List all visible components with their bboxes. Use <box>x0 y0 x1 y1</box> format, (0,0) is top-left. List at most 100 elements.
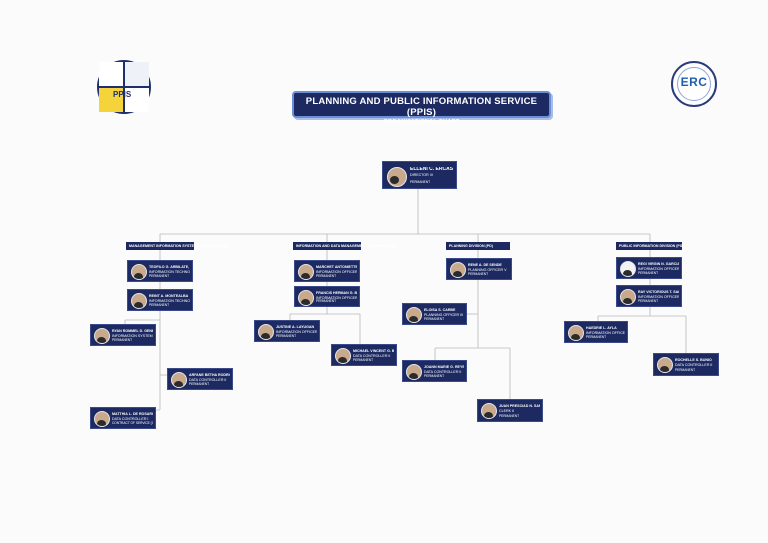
card-position: INFORMATION OFFICER V <box>638 266 679 271</box>
card-name: HAEDRIE L. AYLA <box>586 326 617 330</box>
card-position: DATA CONTROLLER II <box>675 362 713 367</box>
card-position: PLANNING OFFICER III <box>424 312 464 317</box>
avatar <box>94 411 110 427</box>
staff-card: ARFANE BETHA RODRIGUEZ DATA CONTROLLER I… <box>167 368 233 390</box>
avatar <box>335 348 351 364</box>
staff-card: JUSTINE A. LAYUGAN INFORMATION OFFICER I… <box>254 320 320 342</box>
card-status: PERMANENT <box>316 298 337 303</box>
avatar <box>131 264 147 280</box>
card-status: PERMANENT <box>675 367 696 372</box>
staff-card: REINT A. MONTEALBA INFORMATION TECHNOLOG… <box>127 289 193 311</box>
card-status: PERMANENT <box>276 333 297 338</box>
card-name: JOANN MARIE G. REYES <box>424 365 464 369</box>
card-name: REGI VIRGIN N. GARCIA <box>638 262 679 266</box>
card-name: ROCHELLE S. BUNIO <box>675 358 712 362</box>
staff-card: RAY VICTORIOUS T. SALVA INFORMATION OFFI… <box>616 285 682 307</box>
card-status: PERMANENT <box>149 302 170 307</box>
erc-logo-text: ERC <box>680 75 708 89</box>
card-position: INFORMATION OFFICER II <box>586 330 625 335</box>
card-status: PERMANENT <box>353 357 374 362</box>
staff-card: TEOFILO G. ARBILATE, JR. INFORMATION TEC… <box>127 260 193 282</box>
card-status: CONTRACT OF SERVICE (COS) <box>112 420 153 425</box>
card-name: REINT A. MONTEALBA <box>149 294 189 298</box>
avatar <box>568 325 584 341</box>
staff-card: ELOISA S. CARBE PLANNING OFFICER III PER… <box>402 303 467 325</box>
card-name: ARFANE BETHA RODRIGUEZ <box>189 373 230 377</box>
division-label-idmd: INFORMATION AND DATA MANAGEMENT DIVISION… <box>293 242 397 250</box>
avatar <box>406 307 422 323</box>
staff-card: MARCHET ANTONIETTE BALATE INFORMATION OF… <box>294 260 360 282</box>
avatar <box>620 289 636 305</box>
director-card: ELLENI C. ERCAS DIRECTOR III PERMANENT <box>382 161 457 189</box>
card-status: PERMANENT <box>638 298 659 303</box>
staff-card: FRANCIS HERMAN G. BALA INFORMATION OFFIC… <box>294 286 360 307</box>
avatar <box>620 261 636 277</box>
card-status: PERMANENT <box>189 381 210 386</box>
card-status: PERMANENT <box>424 316 445 321</box>
card-position: CLERK II <box>499 408 514 413</box>
card-position: INFORMATION OFFICER I <box>276 329 317 334</box>
card-name: MARCHET ANTONIETTE BALATE <box>316 265 357 269</box>
avatar <box>94 328 110 344</box>
card-name: RAY VICTORIOUS T. SALVA <box>638 290 679 294</box>
chart-title: PLANNING AND PUBLIC INFORMATION SERVICE … <box>305 96 538 118</box>
avatar <box>298 264 314 280</box>
staff-card: MICHAEL VINCENT G. BRIGA DATA CONTROLLER… <box>331 344 397 366</box>
card-name: MICHAEL VINCENT G. BRIGA <box>353 349 394 353</box>
card-name: RYAN ROMMEL D. GENEBLA <box>112 329 153 333</box>
card-position: DATA CONTROLLER II <box>424 369 462 374</box>
staff-card: JOANN MARIE G. REYES DATA CONTROLLER II … <box>402 360 467 382</box>
staff-card: RYAN ROMMEL D. GENEBLA INFORMATION SYSTE… <box>90 324 156 346</box>
division-label-pid: PUBLIC INFORMATION DIVISION (PID) <box>616 242 685 250</box>
avatar <box>171 372 187 388</box>
card-name: MATTHIA L. DE ROSARIO <box>112 412 153 416</box>
card-name: FRANCIS HERMAN G. BALA <box>316 291 357 295</box>
card-status: PERMANENT <box>149 273 170 278</box>
card-position: PLANNING OFFICER V <box>468 267 507 272</box>
card-status: PERMANENT <box>468 271 489 276</box>
card-position: INFORMATION OFFICER IV <box>316 269 357 274</box>
card-name: TEOFILO G. ARBILATE, JR. <box>149 265 190 269</box>
chart-subtitle: ORGANIZATIONAL CHART <box>383 119 460 125</box>
staff-card: JUAN PRESCIAD N. SANTOS CLERK II PERMANE… <box>477 399 543 422</box>
card-status: PERMANENT <box>112 337 133 342</box>
card-name: JUAN PRESCIAD N. SANTOS <box>499 404 540 408</box>
ppis-logo-text: PPIS <box>113 90 132 99</box>
card-position: INFORMATION TECHNOLOGY OFFICER III <box>149 269 190 274</box>
card-position: DATA CONTROLLER I <box>112 416 149 421</box>
division-label-pd: PLANNING DIVISION (PD) <box>446 242 510 250</box>
card-position: DIRECTOR III <box>410 173 433 177</box>
card-name: JUSTINE A. LAYUGAN <box>276 325 315 329</box>
card-position: DATA CONTROLLER II <box>353 353 391 358</box>
staff-card: HAEDRIE L. AYLA INFORMATION OFFICER II P… <box>564 321 628 343</box>
avatar <box>450 262 466 278</box>
card-status: PERMANENT <box>316 273 337 278</box>
staff-card: ROCHELLE S. BUNIO DATA CONTROLLER II PER… <box>653 353 719 376</box>
division-label-misd: MANAGEMENT INFORMATION SYSTEMS DIVISION … <box>126 242 229 250</box>
card-status: PERMANENT <box>638 270 659 275</box>
card-name: ELOISA S. CARBE <box>424 308 456 312</box>
card-status: PERMANENT <box>499 413 520 418</box>
erc-logo: ERC <box>671 61 717 107</box>
card-position: INFORMATION TECHNOLOGY OFFICER II <box>149 298 190 303</box>
avatar <box>258 324 274 340</box>
card-status: PERMANENT <box>424 373 445 378</box>
ppis-logo: PPIS <box>97 60 151 114</box>
card-name: RENE A. DE SENDE <box>468 263 502 267</box>
card-position: INFORMATION SYSTEM ANALYST III <box>112 333 153 338</box>
avatar <box>481 403 497 419</box>
card-status: PERMANENT <box>410 179 431 184</box>
avatar <box>387 167 407 187</box>
avatar <box>298 290 314 306</box>
avatar <box>406 364 422 380</box>
staff-card: REGI VIRGIN N. GARCIA INFORMATION OFFICE… <box>616 257 682 279</box>
staff-card: MATTHIA L. DE ROSARIO DATA CONTROLLER I … <box>90 407 156 429</box>
staff-card: RENE A. DE SENDE PLANNING OFFICER V PERM… <box>446 258 512 280</box>
card-position: INFORMATION OFFICER III <box>638 294 679 299</box>
card-status: PERMANENT <box>586 334 607 339</box>
card-position: DATA CONTROLLER II <box>189 377 227 382</box>
chart-title-banner: PLANNING AND PUBLIC INFORMATION SERVICE … <box>292 91 551 125</box>
card-name: ELLENI C. ERCAS <box>410 167 454 172</box>
avatar <box>657 357 673 373</box>
